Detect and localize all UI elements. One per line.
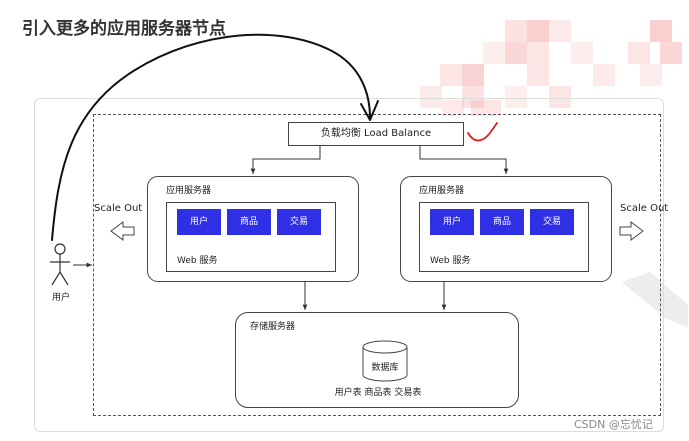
user-label: 用户 bbox=[52, 293, 71, 303]
app-server-label: 应用服务器 bbox=[166, 186, 212, 196]
app-server-1: 应用服务器 用户 商品 交易 Web 服务 bbox=[147, 176, 359, 282]
storage-server: 存储服务器 数据库 用户表 商品表 交易表 bbox=[235, 312, 519, 408]
load-balancer-box: 负载均衡 Load Balance bbox=[288, 122, 464, 146]
web-service-label: Web 服务 bbox=[177, 256, 218, 266]
module-product: 商品 bbox=[480, 209, 524, 235]
page-title: 引入更多的应用服务器节点 bbox=[22, 19, 226, 39]
watermark: CSDN @忘忧记 bbox=[574, 418, 653, 431]
scale-out-left-label: Scale Out bbox=[94, 203, 143, 214]
web-service-box: 用户 商品 交易 Web 服务 bbox=[419, 202, 589, 272]
module-user: 用户 bbox=[177, 209, 221, 235]
module-user: 用户 bbox=[430, 209, 474, 235]
web-service-box: 用户 商品 交易 Web 服务 bbox=[166, 202, 336, 272]
database-label: 数据库 bbox=[371, 363, 399, 373]
module-product: 商品 bbox=[227, 209, 271, 235]
scale-out-right-label: Scale Out bbox=[620, 203, 669, 214]
tables-label: 用户表 商品表 交易表 bbox=[334, 388, 422, 398]
module-trade: 交易 bbox=[277, 209, 321, 235]
database-icon bbox=[362, 340, 408, 382]
module-trade: 交易 bbox=[530, 209, 574, 235]
storage-server-label: 存储服务器 bbox=[250, 322, 296, 332]
app-server-label: 应用服务器 bbox=[419, 186, 465, 196]
app-server-2: 应用服务器 用户 商品 交易 Web 服务 bbox=[400, 176, 612, 282]
web-service-label: Web 服务 bbox=[430, 256, 471, 266]
